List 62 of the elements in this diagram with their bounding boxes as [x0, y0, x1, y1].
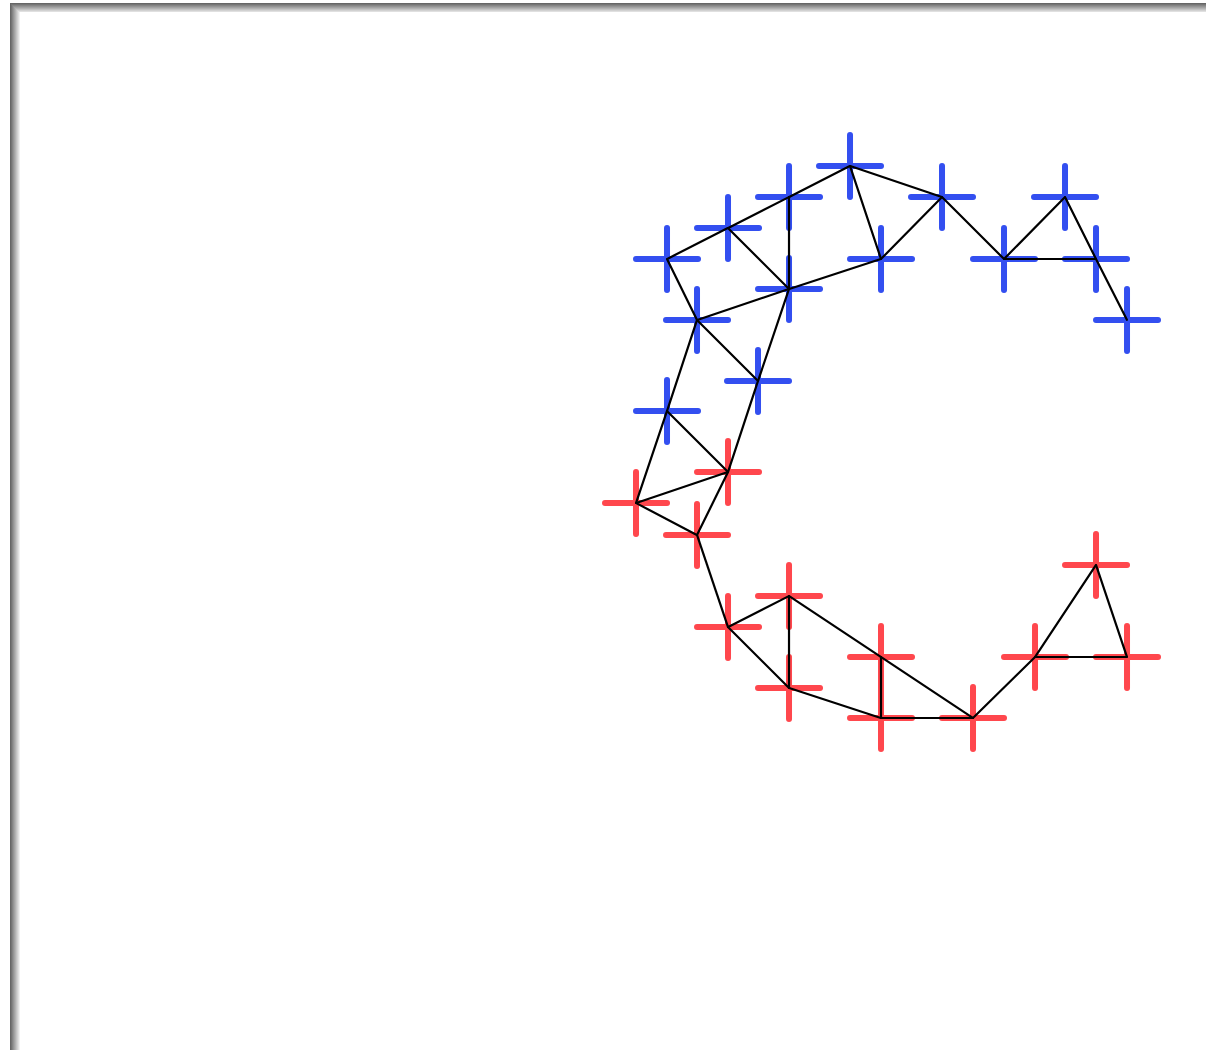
connector-line — [972, 656, 1036, 719]
connector-line — [787, 196, 791, 290]
plus-marker — [755, 255, 823, 323]
connector-line — [880, 716, 974, 720]
connector-line — [635, 502, 698, 536]
plus-marker — [602, 469, 670, 537]
connector-line — [880, 196, 943, 260]
connector-line — [696, 287, 790, 322]
connector-line — [635, 410, 669, 504]
connector-line — [666, 227, 729, 260]
connector-line — [666, 258, 698, 321]
plus-marker — [694, 194, 762, 262]
connector-line — [1034, 655, 1128, 659]
connector-line — [696, 319, 759, 382]
plus-marker — [970, 225, 1038, 293]
connector-line — [788, 257, 882, 291]
plus-marker — [1062, 225, 1130, 293]
plus-marker — [939, 684, 1007, 752]
connector-line — [1095, 258, 1128, 321]
plus-marker — [1093, 286, 1161, 354]
connector-line — [849, 165, 883, 260]
connector-line — [879, 656, 883, 719]
plus-marker — [908, 163, 976, 231]
connector-line — [1064, 196, 1097, 260]
plus-marker — [633, 377, 701, 445]
connector-line — [1034, 564, 1097, 658]
connector-line — [727, 380, 760, 473]
plus-marker — [1031, 163, 1099, 231]
plus-marker — [1062, 531, 1130, 599]
plus-marker — [755, 654, 823, 722]
plus-marker — [816, 132, 884, 200]
connector-line — [727, 626, 790, 689]
connector-line — [787, 595, 791, 689]
plus-marker — [847, 225, 915, 293]
plus-marker — [755, 562, 823, 630]
plus-marker — [694, 593, 762, 661]
connector-line — [727, 595, 790, 628]
plus-marker — [1093, 623, 1161, 691]
connector-line — [788, 687, 882, 720]
connector-line — [727, 227, 790, 290]
connector-line — [880, 656, 974, 719]
plus-marker — [663, 501, 731, 569]
connector-line — [635, 470, 729, 505]
connector-line — [666, 319, 699, 412]
connector-line — [941, 196, 1005, 260]
connector-line — [1003, 196, 1066, 260]
connector-line — [788, 165, 851, 198]
plus-marker — [694, 438, 762, 506]
connector-line — [788, 595, 882, 658]
plus-marker — [663, 286, 731, 354]
plus-marker — [724, 347, 792, 415]
connector-line — [727, 196, 790, 229]
connector-line — [1095, 564, 1129, 658]
plus-marker — [1001, 623, 1069, 691]
connector-line — [696, 471, 729, 536]
connector-line — [1003, 257, 1097, 261]
connector-line — [666, 410, 729, 473]
connector-line — [696, 534, 730, 628]
connector-line — [849, 164, 943, 199]
plus-marker — [755, 163, 823, 231]
connector-line — [757, 288, 791, 382]
plus-marker — [633, 225, 701, 293]
